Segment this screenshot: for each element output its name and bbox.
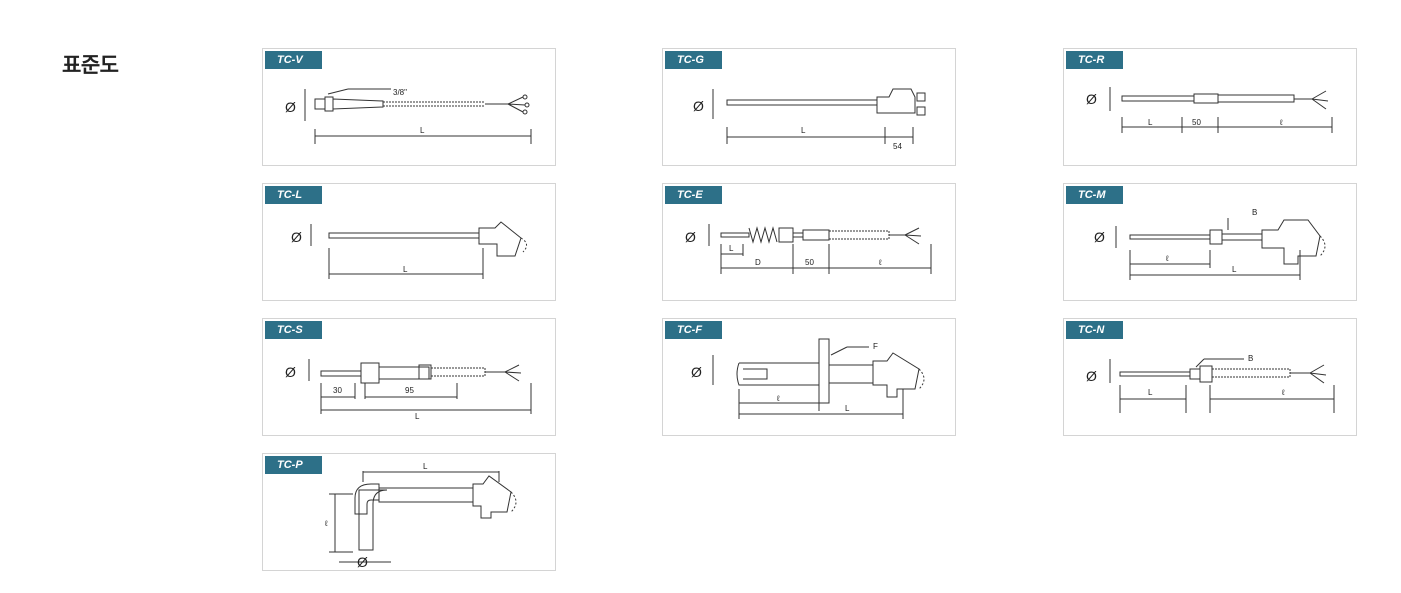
model-tag: TC-N bbox=[1066, 321, 1123, 339]
length-label: L bbox=[403, 265, 408, 274]
model-tag: TC-R bbox=[1066, 51, 1123, 69]
dim-30-label: 30 bbox=[333, 386, 342, 395]
thread-label: 3/8" bbox=[393, 88, 407, 97]
dim-95-label: 95 bbox=[405, 386, 414, 395]
model-tag: TC-P bbox=[265, 456, 322, 474]
phi-label: Ø bbox=[693, 98, 704, 114]
model-tag: TC-E bbox=[665, 186, 722, 204]
mid-label: 50 bbox=[805, 258, 814, 267]
length-label: L bbox=[1148, 118, 1153, 127]
diagram-card-tc-n: TC-N Ø B L ℓ bbox=[1063, 318, 1357, 436]
diagram-card-tc-e: TC-E Ø L D 50 ℓ bbox=[662, 183, 956, 301]
tc-v-drawing: Ø 3/8" L bbox=[285, 88, 532, 144]
model-tag: TC-F bbox=[665, 321, 722, 339]
phi-label: Ø bbox=[691, 364, 702, 380]
lead-label: ℓ bbox=[878, 258, 882, 267]
diagram-card-tc-v: TC-V Ø 3/8" L bbox=[262, 48, 556, 166]
model-tag: TC-V bbox=[265, 51, 322, 69]
diagram-card-tc-s: TC-S Ø 30 95 L bbox=[262, 318, 556, 436]
length-label: L bbox=[423, 462, 428, 471]
phi-label: Ø bbox=[685, 229, 696, 245]
diagram-card-tc-f: TC-F Ø F ℓ L bbox=[662, 318, 956, 436]
length-label: L bbox=[415, 412, 420, 421]
length-label: L bbox=[801, 126, 806, 135]
model-tag: TC-L bbox=[265, 186, 322, 204]
f-label: F bbox=[873, 342, 878, 351]
lead-label: ℓ bbox=[1165, 254, 1169, 263]
lead-label: ℓ bbox=[1281, 388, 1285, 397]
phi-label: Ø bbox=[357, 554, 368, 570]
b-label: B bbox=[1252, 208, 1257, 217]
tc-m-drawing: Ø B ℓ L bbox=[1094, 208, 1326, 280]
model-tag: TC-S bbox=[265, 321, 322, 339]
length-label: L bbox=[420, 126, 425, 135]
tc-l-drawing: Ø L bbox=[291, 221, 527, 279]
phi-label: Ø bbox=[1086, 368, 1097, 384]
phi-label: Ø bbox=[285, 99, 296, 115]
phi-label: Ø bbox=[291, 229, 302, 245]
head-label: 54 bbox=[893, 142, 902, 151]
tc-n-drawing: Ø B L ℓ bbox=[1086, 354, 1335, 413]
diagram-card-tc-m: TC-M Ø B ℓ L bbox=[1063, 183, 1357, 301]
tc-f-drawing: Ø F ℓ L bbox=[691, 338, 925, 419]
d-label: D bbox=[755, 258, 761, 267]
tc-e-drawing: Ø L D 50 ℓ bbox=[685, 224, 932, 274]
length-label: L bbox=[729, 244, 734, 253]
tc-s-drawing: Ø 30 95 L bbox=[285, 359, 532, 421]
phi-label: Ø bbox=[1086, 91, 1097, 107]
diagram-card-tc-r: TC-R Ø L 50 ℓ bbox=[1063, 48, 1357, 166]
diagram-card-tc-g: TC-G Ø L 54 bbox=[662, 48, 956, 166]
length-label: L bbox=[1148, 388, 1153, 397]
phi-label: Ø bbox=[1094, 229, 1105, 245]
length-label: L bbox=[845, 404, 850, 413]
tc-p-drawing: L ℓ Ø bbox=[324, 462, 517, 570]
b-label: B bbox=[1248, 354, 1253, 363]
model-tag: TC-G bbox=[665, 51, 722, 69]
mid-label: 50 bbox=[1192, 118, 1201, 127]
lead-label: ℓ bbox=[776, 394, 780, 403]
model-tag: TC-M bbox=[1066, 186, 1123, 204]
lead-label: ℓ bbox=[324, 519, 328, 528]
diagram-card-tc-l: TC-L Ø L bbox=[262, 183, 556, 301]
tc-g-drawing: Ø L 54 bbox=[693, 88, 926, 151]
tc-r-drawing: Ø L 50 ℓ bbox=[1086, 87, 1333, 133]
lead-label: ℓ bbox=[1279, 118, 1283, 127]
page-title: 표준도 bbox=[62, 53, 119, 77]
phi-label: Ø bbox=[285, 364, 296, 380]
diagram-card-tc-p: TC-P L ℓ Ø bbox=[262, 453, 556, 571]
length-label: L bbox=[1232, 265, 1237, 274]
